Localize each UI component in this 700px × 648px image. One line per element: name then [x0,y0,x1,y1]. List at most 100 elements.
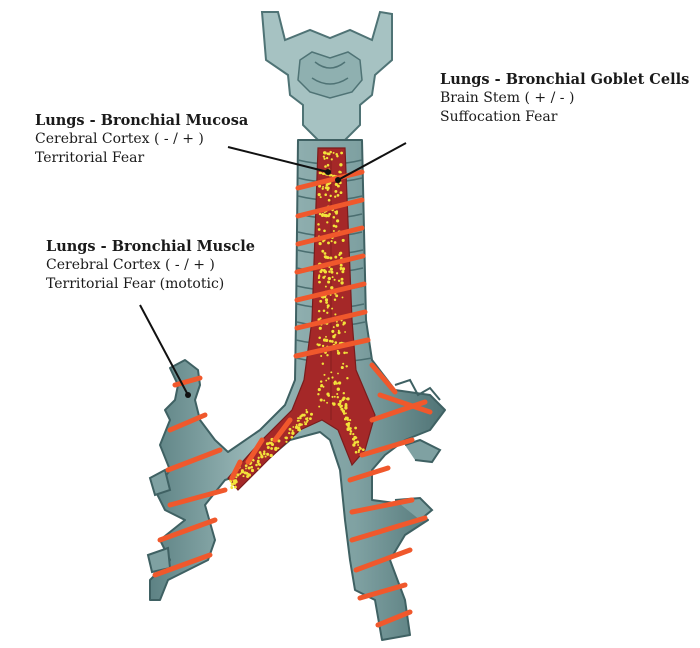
goblet-dot [305,408,308,411]
goblet-dot [340,281,344,285]
goblet-dot [336,392,339,396]
goblet-dot [299,416,302,420]
goblet-dot [322,155,326,158]
goblet-dot [330,270,334,274]
goblet-dot [325,183,329,187]
goblet-dot [318,274,321,277]
goblet-dot [324,298,329,302]
goblet-dot [233,481,237,485]
goblet-dot [345,365,348,368]
goblet-dot [352,443,356,447]
goblet-dot [317,309,321,313]
goblet-dot [349,419,352,422]
goblet-dot [338,253,341,257]
goblet-dot [292,426,295,428]
goblet-dot [339,406,342,409]
goblet-dot [357,450,360,454]
goblet-dot [322,309,326,312]
goblet-dot [326,311,329,314]
goblet-dot [318,336,321,339]
larynx [260,10,393,141]
goblet-dot [324,193,327,196]
goblet-dot [336,349,339,352]
goblet-dot [349,432,352,436]
goblet-dot [288,427,292,431]
goblet-dot [318,242,322,246]
goblet-dot [327,280,331,284]
goblet-dot [345,351,348,354]
goblet-dot [325,156,329,160]
goblet-dot [344,406,348,410]
goblet-dot [335,320,338,323]
goblet-dot [346,376,349,380]
goblet-dot [323,252,327,255]
goblet-dot [265,442,270,446]
goblet-dot [345,422,349,426]
goblet-dot [342,362,345,365]
goblet-dot [263,450,266,453]
goblet-dot [320,172,323,175]
goblet-dot [336,219,340,223]
goblet-dot [316,343,319,346]
goblet-dot [333,298,337,301]
goblet-dot [258,451,262,454]
goblet-dot [321,344,325,348]
goblet-dot [268,441,272,445]
goblet-dot [336,387,340,391]
goblet-dot [329,267,334,271]
goblet-dot [339,163,343,167]
goblet-dot [330,158,333,161]
goblet-dot [322,240,325,243]
goblet-dot [334,225,338,228]
goblet-dot [305,410,309,414]
goblet-dot [229,480,233,483]
goblet-dot [236,473,240,477]
goblet-dot [324,296,327,299]
goblet-dot [347,419,349,422]
goblet-dot [336,184,340,188]
goblet-dot [317,388,321,392]
goblet-dot [355,436,358,439]
goblet-dot [336,194,340,197]
goblet-dot [332,402,336,406]
goblet-dot [338,402,342,406]
goblet-dot [331,395,334,398]
goblet-dot [335,152,338,156]
goblet-dot [326,256,330,260]
goblet-dot [337,279,341,283]
goblet-dot [334,195,337,198]
goblet-dot [324,186,328,190]
goblet-dot [339,400,342,403]
leader-lines [139,142,407,396]
goblet-dot [277,447,280,450]
goblet-dot [327,377,330,380]
goblet-dot [339,263,343,267]
goblet-dot [244,464,248,468]
goblet-dot [332,334,336,339]
goblet-dot [326,306,329,309]
goblet-dot [325,338,329,343]
goblet-dot [320,355,323,357]
goblet-dot [349,430,353,433]
goblet-dot [324,285,327,288]
goblet-dot [334,313,337,316]
goblet-dot [327,241,330,245]
leader-line-goblet [337,142,407,181]
goblet-dot [338,381,342,385]
goblet-dot [335,272,339,275]
goblet-dot [337,372,339,375]
goblet-dot [270,442,275,447]
goblet-dot [260,453,263,456]
goblet-dot [341,296,344,299]
goblet-dot [257,456,260,459]
goblet-dot [325,335,327,338]
goblet-dot [332,326,335,329]
goblet-dot [334,182,338,186]
goblet-dot [354,450,358,454]
goblet-dot [291,431,295,435]
label-bronchial-muscle: Lungs - Bronchial Muscle Cerebral Cortex… [46,237,255,294]
goblet-dot [344,403,348,406]
label-mucosa-line1: Cerebral Cortex ( - / + ) [35,131,204,147]
goblet-dot [317,223,320,226]
